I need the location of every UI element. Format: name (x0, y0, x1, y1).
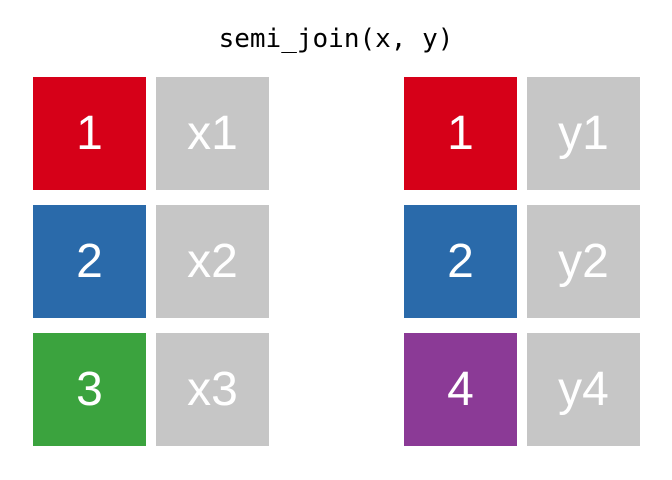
value-cell: y2 (527, 205, 640, 318)
table-row: 3 x3 (33, 333, 269, 446)
table-x: 1 x1 2 x2 3 x3 (33, 77, 269, 446)
table-row: 4 y4 (404, 333, 640, 446)
key-cell: 1 (33, 77, 146, 190)
value-cell: y1 (527, 77, 640, 190)
value-cell: x3 (156, 333, 269, 446)
table-row: 1 y1 (404, 77, 640, 190)
value-cell: x2 (156, 205, 269, 318)
value-cell: x1 (156, 77, 269, 190)
key-cell: 2 (404, 205, 517, 318)
diagram-title: semi_join(x, y) (218, 24, 454, 54)
table-row: 2 x2 (33, 205, 269, 318)
table-y: 1 y1 2 y2 4 y4 (404, 77, 640, 446)
value-cell: y4 (527, 333, 640, 446)
key-cell: 1 (404, 77, 517, 190)
key-cell: 4 (404, 333, 517, 446)
table-row: 1 x1 (33, 77, 269, 190)
key-cell: 2 (33, 205, 146, 318)
key-cell: 3 (33, 333, 146, 446)
table-row: 2 y2 (404, 205, 640, 318)
